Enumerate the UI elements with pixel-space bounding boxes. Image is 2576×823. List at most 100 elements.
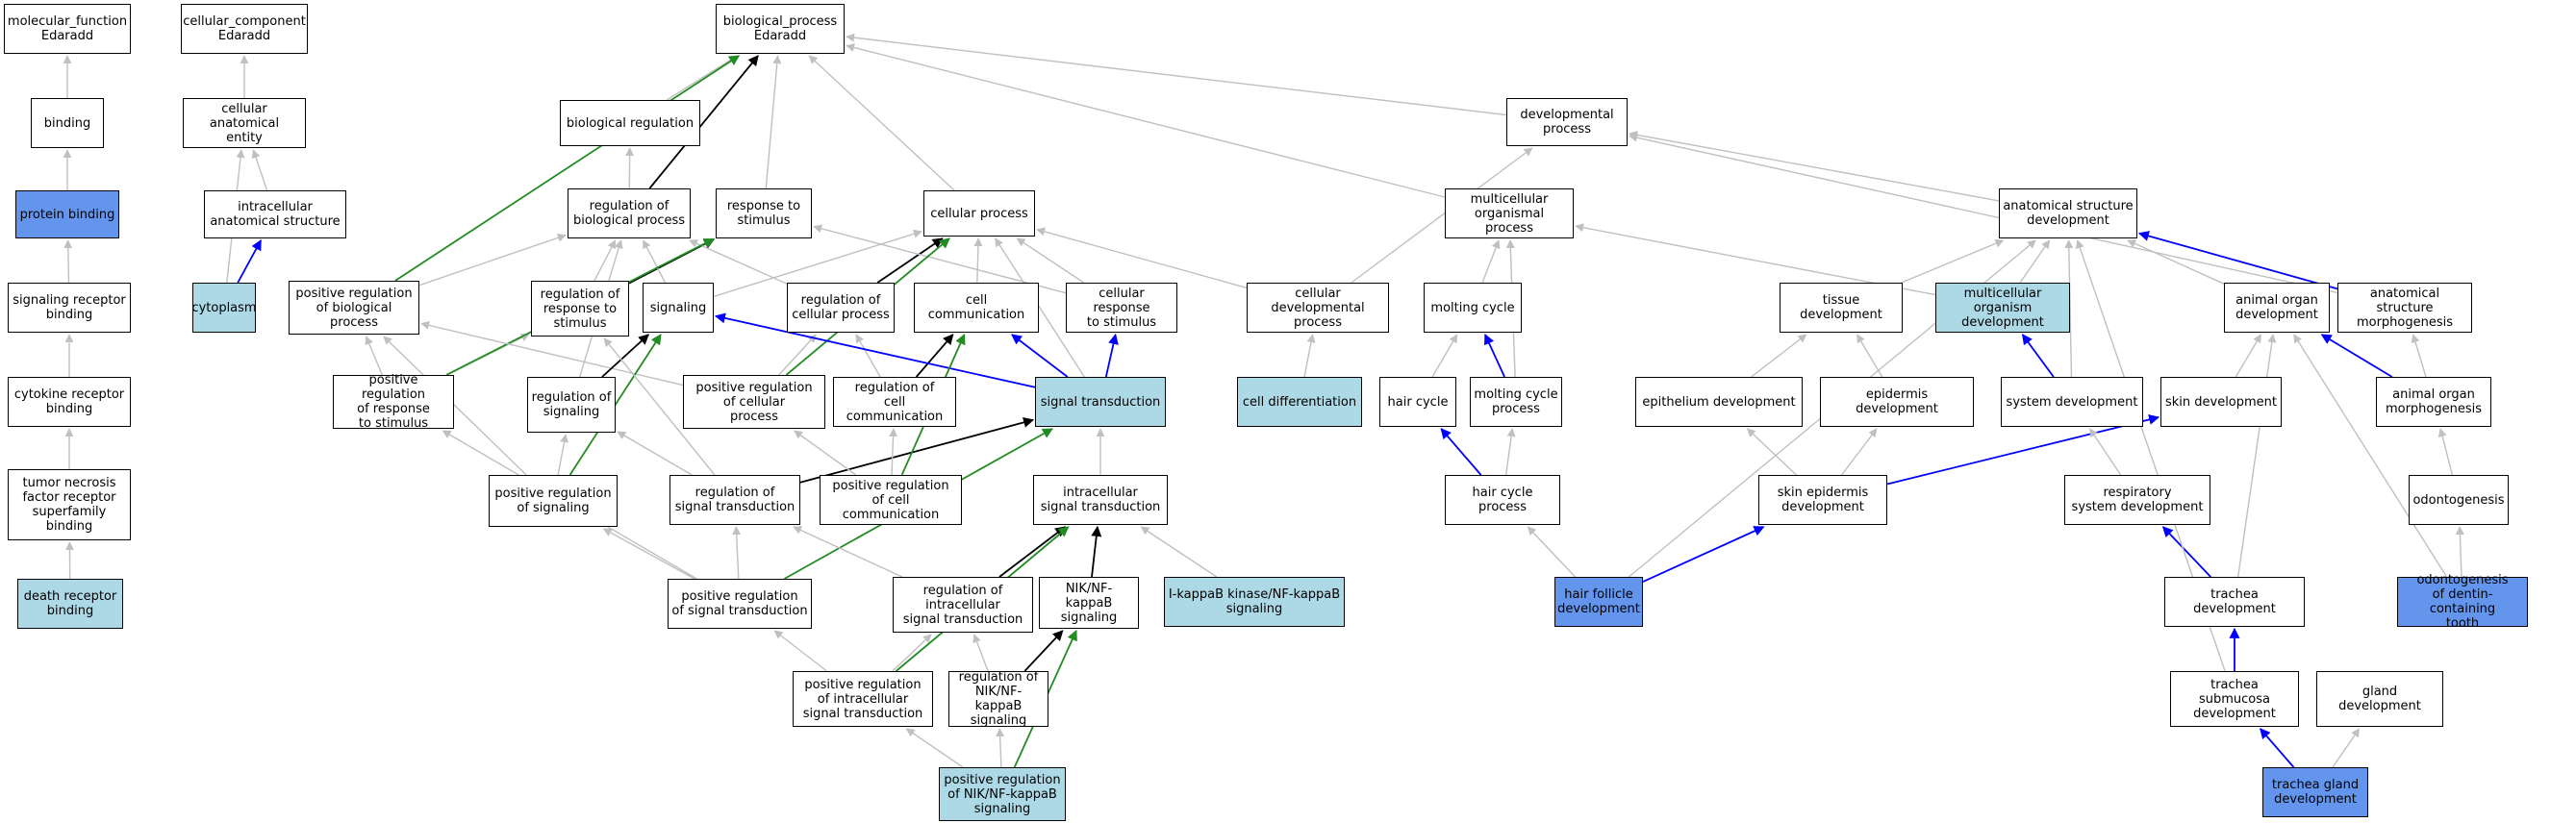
node-regulation-of-nik-nf-kappab-signaling[interactable]: regulation of NIK/NF-kappaB signaling xyxy=(948,670,1048,728)
edge-regbp-to-bp xyxy=(648,55,759,189)
node-anatomical-structure-development[interactable]: anatomical structure development xyxy=(1999,188,2137,238)
node-cellular-process[interactable]: cellular process xyxy=(923,190,1035,237)
edge-odontodt-to-odonto xyxy=(2455,526,2464,578)
node-gland-development[interactable]: gland development xyxy=(2316,671,2443,727)
node-positive-regulation-of-nik-nf-kappab-signaling[interactable]: positive regulation of NIK/NF-kappaB sig… xyxy=(939,767,1066,821)
node-death-receptor-binding[interactable]: death receptor binding xyxy=(17,579,123,629)
node-odontogenesis[interactable]: odontogenesis xyxy=(2409,475,2509,525)
node-multicellular-organismal-process[interactable]: multicellular organismal process xyxy=(1445,188,1574,238)
node-animal-organ-morphogenesis[interactable]: animal organ morphogenesis xyxy=(2376,377,2491,427)
node-respiratory-system-development[interactable]: respiratory system development xyxy=(2064,475,2210,525)
node-positive-regulation-of-intracellular-signal-transduction[interactable]: positive regulation of intracellular sig… xyxy=(793,671,933,727)
node-hair-cycle-process[interactable]: hair cycle process xyxy=(1445,475,1560,525)
node-regulation-of-cellular-process[interactable]: regulation of cellular process xyxy=(787,283,895,333)
node-cellular-component[interactable]: cellular_component Edaradd xyxy=(181,4,308,54)
node-anatomical-structure-morphogenesis[interactable]: anatomical structure morphogenesis xyxy=(2337,283,2472,333)
edge-hcp-to-haircycle xyxy=(1440,428,1482,476)
edge-sed-to-epithdev xyxy=(1746,428,1797,476)
node-binding[interactable]: binding xyxy=(31,98,104,148)
node-positive-regulation-of-cell-communication[interactable]: positive regulation of cell communicatio… xyxy=(820,475,962,525)
node-system-development[interactable]: system development xyxy=(2001,377,2143,427)
node-intracellular-anatomical-structure[interactable]: intracellular anatomical structure xyxy=(204,190,346,238)
node-hair-follicle-development[interactable]: hair follicle development xyxy=(1554,577,1643,627)
node-multicellular-organism-development[interactable]: multicellular organism development xyxy=(1935,283,2070,333)
edge-prst-to-regst xyxy=(732,526,742,580)
node-hair-cycle[interactable]: hair cycle xyxy=(1379,377,1456,427)
node-odontogenesis-of-dentin-containing-tooth[interactable]: odontogenesis of dentin-containing tooth xyxy=(2397,573,2528,631)
node-biological-regulation[interactable]: biological regulation xyxy=(560,100,700,146)
node-cellular-developmental-process[interactable]: cellular developmental process xyxy=(1247,283,1389,333)
edge-asm-to-asd xyxy=(2137,231,2338,290)
edge-rnik-to-rist xyxy=(972,634,989,672)
edge-celldiff-to-cdp xyxy=(1303,334,1316,378)
node-cellular-response-to-stimulus[interactable]: cellular response to stimulus xyxy=(1066,283,1177,333)
edge-hfd-to-hcp xyxy=(1527,526,1577,578)
node-molecular-function[interactable]: molecular_function Edaradd xyxy=(4,4,131,54)
node-tissue-development[interactable]: tissue development xyxy=(1780,283,1903,333)
node-positive-regulation-of-biological-process[interactable]: positive regulation of biological proces… xyxy=(289,281,419,335)
node-positive-regulation-of-response-to-stimulus[interactable]: positive regulation of response to stimu… xyxy=(333,373,454,431)
node-trachea-submucosa-development[interactable]: trachea submucosa development xyxy=(2170,671,2299,727)
edge-regcp-to-cellproc xyxy=(876,237,944,284)
edge-cytoplasm-to-ias xyxy=(237,239,262,284)
node-regulation-of-biological-process[interactable]: regulation of biological process xyxy=(568,188,691,238)
edge-epiddev-to-tissuedev xyxy=(1856,334,1883,378)
node-ikappab-kinase-nf-kappab-signaling[interactable]: I-kappaB kinase/NF-kappaB signaling xyxy=(1164,577,1345,627)
edge-bioreg-to-bp xyxy=(666,55,739,101)
node-developmental-process[interactable]: developmental process xyxy=(1506,98,1628,146)
edge-asd-to-devproc xyxy=(1629,130,2000,202)
node-regulation-of-signaling[interactable]: regulation of signaling xyxy=(527,377,616,433)
node-tnf-receptor-superfamily-binding[interactable]: tumor necrosis factor receptor superfami… xyxy=(8,469,131,540)
edge-prsig-to-regsig xyxy=(557,434,569,476)
node-positive-regulation-of-signaling[interactable]: positive regulation of signaling xyxy=(489,475,618,527)
edge-srb-to-protbind xyxy=(63,239,73,284)
node-biological-process[interactable]: biological_process Edaradd xyxy=(716,4,845,54)
edge-prbp-to-regbp xyxy=(418,233,567,287)
node-positive-regulation-of-cellular-process[interactable]: positive regulation of cellular process xyxy=(683,375,825,429)
edge-regst-to-regsig xyxy=(617,431,693,476)
node-trachea-gland-development[interactable]: trachea gland development xyxy=(2262,767,2368,817)
node-response-to-stimulus[interactable]: response to stimulus xyxy=(716,188,812,238)
node-epithelium-development[interactable]: epithelium development xyxy=(1635,377,1803,427)
node-cytokine-receptor-binding[interactable]: cytokine receptor binding xyxy=(8,377,131,427)
node-regulation-of-cell-communication[interactable]: regulation of cell communication xyxy=(833,377,956,427)
edge-epithdev-to-tissuedev xyxy=(1751,334,1807,378)
node-cytoplasm[interactable]: cytoplasm xyxy=(191,283,257,333)
node-regulation-of-response-to-stimulus[interactable]: regulation of response to stimulus xyxy=(531,281,629,337)
node-nik-nf-kappab-signaling[interactable]: NIK/NF-kappaB signaling xyxy=(1039,577,1139,629)
node-signaling[interactable]: signaling xyxy=(643,283,714,333)
edge-cellcomm-to-cellproc xyxy=(973,237,983,284)
node-regulation-of-signal-transduction[interactable]: regulation of signal transduction xyxy=(669,475,800,525)
node-positive-regulation-of-signal-transduction[interactable]: positive regulation of signal transducti… xyxy=(668,579,812,629)
node-cell-communication[interactable]: cell communication xyxy=(914,283,1039,333)
edge-asm-to-devproc xyxy=(1629,133,2338,294)
node-skin-epidermis-development[interactable]: skin epidermis development xyxy=(1758,475,1887,525)
edge-rist-to-regst xyxy=(793,526,903,578)
edge-regst-to-regresp xyxy=(603,337,716,476)
edge-st-to-signaling xyxy=(714,312,1036,388)
edge-cellproc-to-bp xyxy=(808,55,955,191)
node-signal-transduction[interactable]: signal transduction xyxy=(1035,377,1166,427)
node-regulation-of-intracellular-signal-transduction[interactable]: regulation of intracellular signal trans… xyxy=(893,577,1033,633)
node-skin-development[interactable]: skin development xyxy=(2160,377,2282,427)
edge-prsig-to-prbp xyxy=(383,336,527,476)
node-intracellular-signal-transduction[interactable]: intracellular signal transduction xyxy=(1033,475,1168,525)
node-protein-binding[interactable]: protein binding xyxy=(15,190,119,238)
edge-crs-to-cellproc xyxy=(1016,237,1085,284)
edge-sysdev-to-asd xyxy=(2064,239,2074,378)
node-molting-cycle[interactable]: molting cycle xyxy=(1424,283,1522,333)
edge-prist-to-rist xyxy=(892,634,932,672)
edge-signaling-to-cellproc xyxy=(713,229,922,298)
edge-mcp-to-molting xyxy=(1484,334,1505,378)
node-signaling-receptor-binding[interactable]: signaling receptor binding xyxy=(8,283,131,333)
edge-regresp-to-regbp xyxy=(593,239,617,282)
node-cellular-anatomical-entity[interactable]: cellular anatomical entity xyxy=(183,98,306,148)
node-epidermis-development[interactable]: epidermis development xyxy=(1820,377,1974,427)
node-animal-organ-development[interactable]: animal organ development xyxy=(2224,283,2330,333)
edge-odontodt-to-aod xyxy=(2293,334,2448,578)
node-cell-differentiation[interactable]: cell differentiation xyxy=(1237,377,1362,427)
node-molting-cycle-process[interactable]: molting cycle process xyxy=(1470,377,1562,427)
node-trachea-development[interactable]: trachea development xyxy=(2164,577,2305,627)
edge-st-to-cellcomm xyxy=(1011,334,1069,378)
